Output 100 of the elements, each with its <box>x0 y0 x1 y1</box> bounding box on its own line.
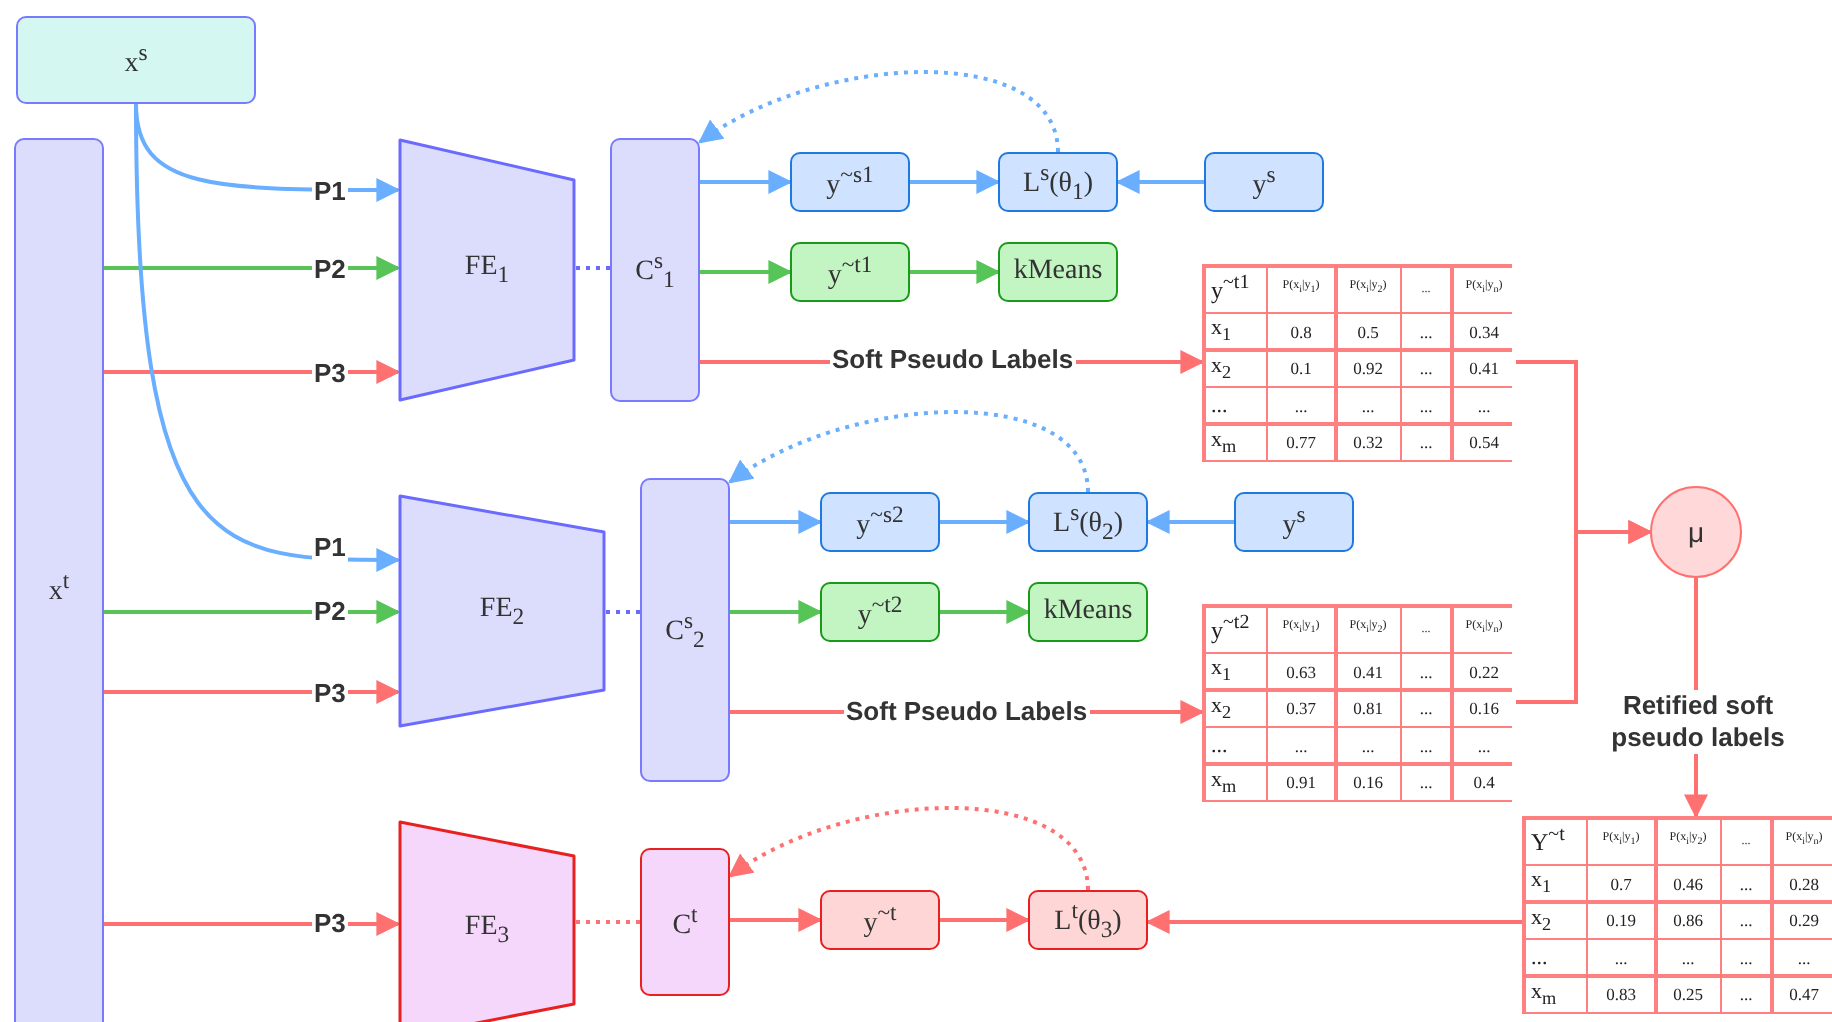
table-cell: ... <box>1337 388 1399 422</box>
process-box <box>820 582 940 642</box>
table-cell: 0.46 <box>1657 866 1719 900</box>
table-cell: 0.91 <box>1268 765 1334 799</box>
table-cell: 0.54 <box>1453 425 1515 459</box>
arrow <box>910 260 1001 284</box>
process-box <box>1028 890 1148 950</box>
arrow <box>104 680 401 704</box>
circle-node <box>1650 486 1742 578</box>
trapezoid-block <box>398 138 576 402</box>
classifier-box <box>640 848 730 996</box>
node-label: FE$_{3}$ <box>464 912 510 948</box>
node-label: FE$_{1}$ <box>464 252 510 288</box>
edge-label: Soft Pseudo Labels <box>830 344 1076 374</box>
probability-table <box>1202 604 1512 802</box>
trapezoid-block <box>398 494 606 728</box>
table-cell: 0.4 <box>1453 765 1515 799</box>
table-cell: ... <box>1588 940 1654 974</box>
node-label: C$^{t}$ <box>672 901 698 943</box>
node-label: kMeans <box>1043 596 1133 628</box>
table-cell: ... <box>1722 940 1770 974</box>
table-cell: 0.16 <box>1453 691 1515 725</box>
arrow <box>104 600 401 624</box>
table-cell: 0.25 <box>1657 977 1719 1011</box>
node-label: L$^{s}$(θ$_{2}$) <box>1053 499 1123 545</box>
process-box <box>1234 492 1354 552</box>
probability-table <box>1202 264 1512 462</box>
table-cell: 0.19 <box>1588 903 1654 937</box>
node-label: FE$_{2}$ <box>479 593 525 629</box>
table-cell: x$_{2}$ <box>1525 903 1585 937</box>
node-label: y$^{~s1}$ <box>826 161 874 203</box>
arrow <box>1512 520 1653 704</box>
table-cell: 0.92 <box>1337 351 1399 385</box>
node-label: L$^{s}$(θ$_{1}$) <box>1023 159 1093 205</box>
node-label: x$^{t}$ <box>48 567 70 609</box>
table-cell: ... <box>1453 388 1515 422</box>
table-cell: 0.37 <box>1268 691 1334 725</box>
table-cell: ... <box>1402 388 1450 422</box>
process-box <box>1204 152 1324 212</box>
arrow <box>910 170 1001 194</box>
table-cell: 0.16 <box>1337 765 1399 799</box>
arrow <box>104 360 401 384</box>
process-box <box>1028 582 1148 642</box>
table-cell: ... <box>1337 728 1399 762</box>
table-cell: ... <box>1525 940 1585 974</box>
process-box <box>790 152 910 212</box>
node-label: μ <box>1687 516 1705 548</box>
table-cell: 0.28 <box>1773 866 1832 900</box>
trapezoid-block <box>398 820 576 1022</box>
edge-label: P3 <box>312 678 348 708</box>
table-cell: 0.1 <box>1268 351 1334 385</box>
table-cell: x$_{2}$ <box>1205 691 1265 725</box>
arrow <box>104 912 401 936</box>
table-cell: 0.77 <box>1268 425 1334 459</box>
table-cell: ... <box>1722 977 1770 1011</box>
table-cell: ... <box>1773 940 1832 974</box>
table-cell: x$_{1}$ <box>1525 866 1585 900</box>
process-box <box>998 242 1118 302</box>
edge-label: P1 <box>312 176 348 206</box>
table-cell: 0.63 <box>1268 654 1334 688</box>
table-cell: ... <box>1402 425 1450 459</box>
table-cell: x$_{m}$ <box>1205 425 1265 459</box>
table-cell: x$_{1}$ <box>1205 314 1265 348</box>
node-label: y$^{s}$ <box>1252 161 1276 203</box>
table-cell: 0.7 <box>1588 866 1654 900</box>
arrow <box>730 908 823 932</box>
arrow <box>1145 510 1234 534</box>
table-cell: ... <box>1205 388 1265 422</box>
arrow <box>730 600 823 624</box>
table-cell: 0.41 <box>1337 654 1399 688</box>
table-cell: 0.81 <box>1337 691 1399 725</box>
edge-label: P3 <box>312 908 348 938</box>
node-label: y$^{~t2}$ <box>857 591 903 633</box>
node-label: y$^{s}$ <box>1282 501 1306 543</box>
input-bar <box>14 138 104 1022</box>
arrow <box>940 600 1031 624</box>
table-cell: ... <box>1402 765 1450 799</box>
table-cell: 0.83 <box>1588 977 1654 1011</box>
table-cell: 0.8 <box>1268 314 1334 348</box>
table-cell: ... <box>1268 728 1334 762</box>
arrow <box>134 103 401 572</box>
table-cell: x$_{m}$ <box>1205 765 1265 799</box>
edge-label: P1 <box>312 532 348 562</box>
table-cell: x$_{m}$ <box>1525 977 1585 1011</box>
arrow <box>1145 910 1522 934</box>
arrow <box>728 806 1090 891</box>
table-cell: ... <box>1268 388 1334 422</box>
classifier-box <box>610 138 700 402</box>
table-cell: x$_{1}$ <box>1205 654 1265 688</box>
arrow <box>730 510 823 534</box>
arrow <box>104 256 401 280</box>
table-cell: 0.32 <box>1337 425 1399 459</box>
table-cell: 0.22 <box>1453 654 1515 688</box>
table-cell: 0.47 <box>1773 977 1832 1011</box>
node-label: y$^{~t}$ <box>863 899 897 941</box>
table-cell: 0.41 <box>1453 351 1515 385</box>
node-label: y$^{~s2}$ <box>856 501 904 543</box>
classifier-box <box>640 478 730 782</box>
table-cell: ... <box>1453 728 1515 762</box>
table-cell: ... <box>1722 866 1770 900</box>
